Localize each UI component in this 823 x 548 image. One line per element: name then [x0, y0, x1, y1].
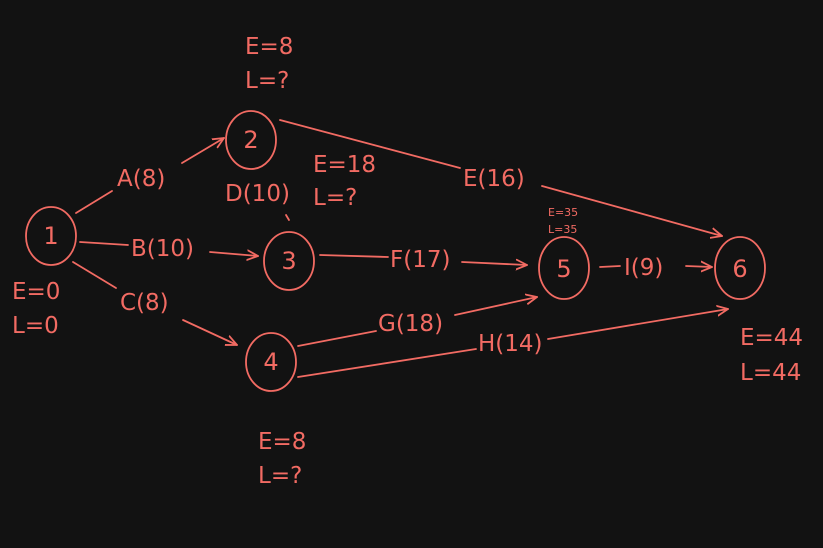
edge-a-label: A(8): [117, 166, 165, 192]
node-1-late: L=0: [12, 313, 59, 339]
node-2-circle: [225, 110, 277, 170]
node-1-label: 1: [43, 222, 58, 250]
edge-h-line: [297, 348, 477, 378]
edge-f-line: [319, 254, 389, 258]
node-3-early: E=18: [313, 152, 376, 178]
edge-g-arrow: [454, 297, 538, 316]
node-5-label: 5: [556, 255, 571, 283]
edge-d-tick: [285, 214, 290, 221]
node-4-circle: [245, 332, 297, 392]
edge-e-line: [279, 119, 461, 169]
node-6-late: L=44: [740, 360, 801, 386]
edge-e-label: E(16): [463, 166, 525, 192]
nodes: [25, 110, 766, 392]
edge-b-label: B(10): [131, 236, 194, 262]
edge-b-line: [79, 241, 129, 246]
node-1-early: E=0: [12, 279, 60, 305]
node-labels: 1 2 3 4 5 6: [43, 126, 747, 376]
edge-g-line: [297, 330, 377, 347]
edge-h-label: H(14): [478, 331, 543, 357]
node-2-early: E=8: [245, 34, 293, 60]
edge-a-line: [75, 190, 113, 214]
edges: [72, 119, 729, 378]
node-5-early: E=35: [548, 206, 578, 219]
edge-a-arrow: [181, 137, 225, 164]
node-3-label: 3: [281, 247, 296, 275]
node-5-circle: [538, 236, 590, 300]
edge-i-line: [599, 265, 621, 268]
edge-h-arrow: [547, 309, 729, 340]
edge-i-arrow: [685, 266, 713, 267]
node-times: E=0 L=0 E=8 L=? E=18 L=? E=8 L=? E=35 L=…: [12, 34, 803, 489]
node-5-late: L=35: [548, 223, 577, 236]
node-2-late: L=?: [245, 68, 289, 94]
edge-f-arrow: [461, 262, 528, 265]
edge-c-arrow: [182, 319, 238, 346]
edge-f-label: F(17): [390, 247, 450, 273]
node-4-late: L=?: [258, 463, 302, 489]
edge-c-label: C(8): [120, 290, 169, 316]
edge-labels: A(8) B(10) C(8) D(10) E(16) F(17) G(18) …: [117, 166, 663, 357]
node-4-label: 4: [263, 348, 278, 376]
edge-e-arrow: [541, 185, 723, 236]
edge-b-arrow: [209, 252, 259, 256]
node-6-circle: [714, 236, 766, 300]
edge-i-label: I(9): [624, 255, 663, 281]
edge-c-line: [72, 261, 117, 289]
node-4-early: E=8: [258, 429, 306, 455]
edge-g-label: G(18): [378, 311, 443, 337]
node-6-label: 6: [732, 255, 747, 283]
node-1-circle: [25, 206, 77, 266]
edge-d-label: D(10): [225, 181, 290, 207]
node-3-late: L=?: [313, 185, 357, 211]
node-3-circle: [263, 231, 315, 291]
node-6-early: E=44: [740, 325, 803, 351]
node-2-label: 2: [243, 126, 258, 154]
